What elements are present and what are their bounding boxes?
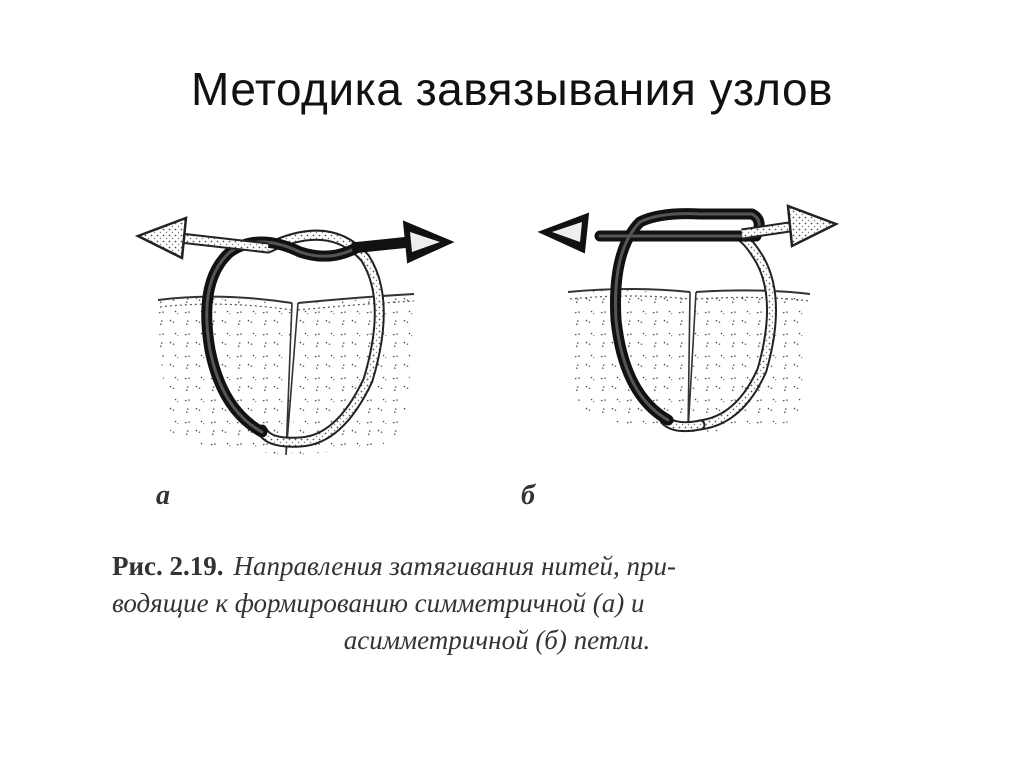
panel-a-tissue-left [158,298,292,455]
caption-line-2: водящие к формированию симметричной (а) … [112,588,645,618]
figure-caption: Рис. 2.19. Направления затягивания нитей,… [112,548,852,659]
panel-b-tissue-right [690,292,810,432]
panel-b-left-arrow [537,212,590,254]
panel-b-drawing [537,204,840,433]
panel-a-left-arrow [134,216,269,260]
panel-a-label: а [156,480,170,511]
panel-b-right-arrow [741,204,840,248]
caption-lead: Рис. 2.19. [112,551,224,581]
panel-a-right-arrow [351,220,455,264]
caption-line-1: Направления затягивания нитей, при- [233,551,676,581]
panel-b-label: б [521,480,535,511]
panel-a-drawing [134,216,455,456]
slide-title: Методика завязывания узлов [191,63,833,115]
panel-a-tissue-right [292,296,414,455]
caption-line-3: асимметричной (б) петли. [343,625,651,655]
